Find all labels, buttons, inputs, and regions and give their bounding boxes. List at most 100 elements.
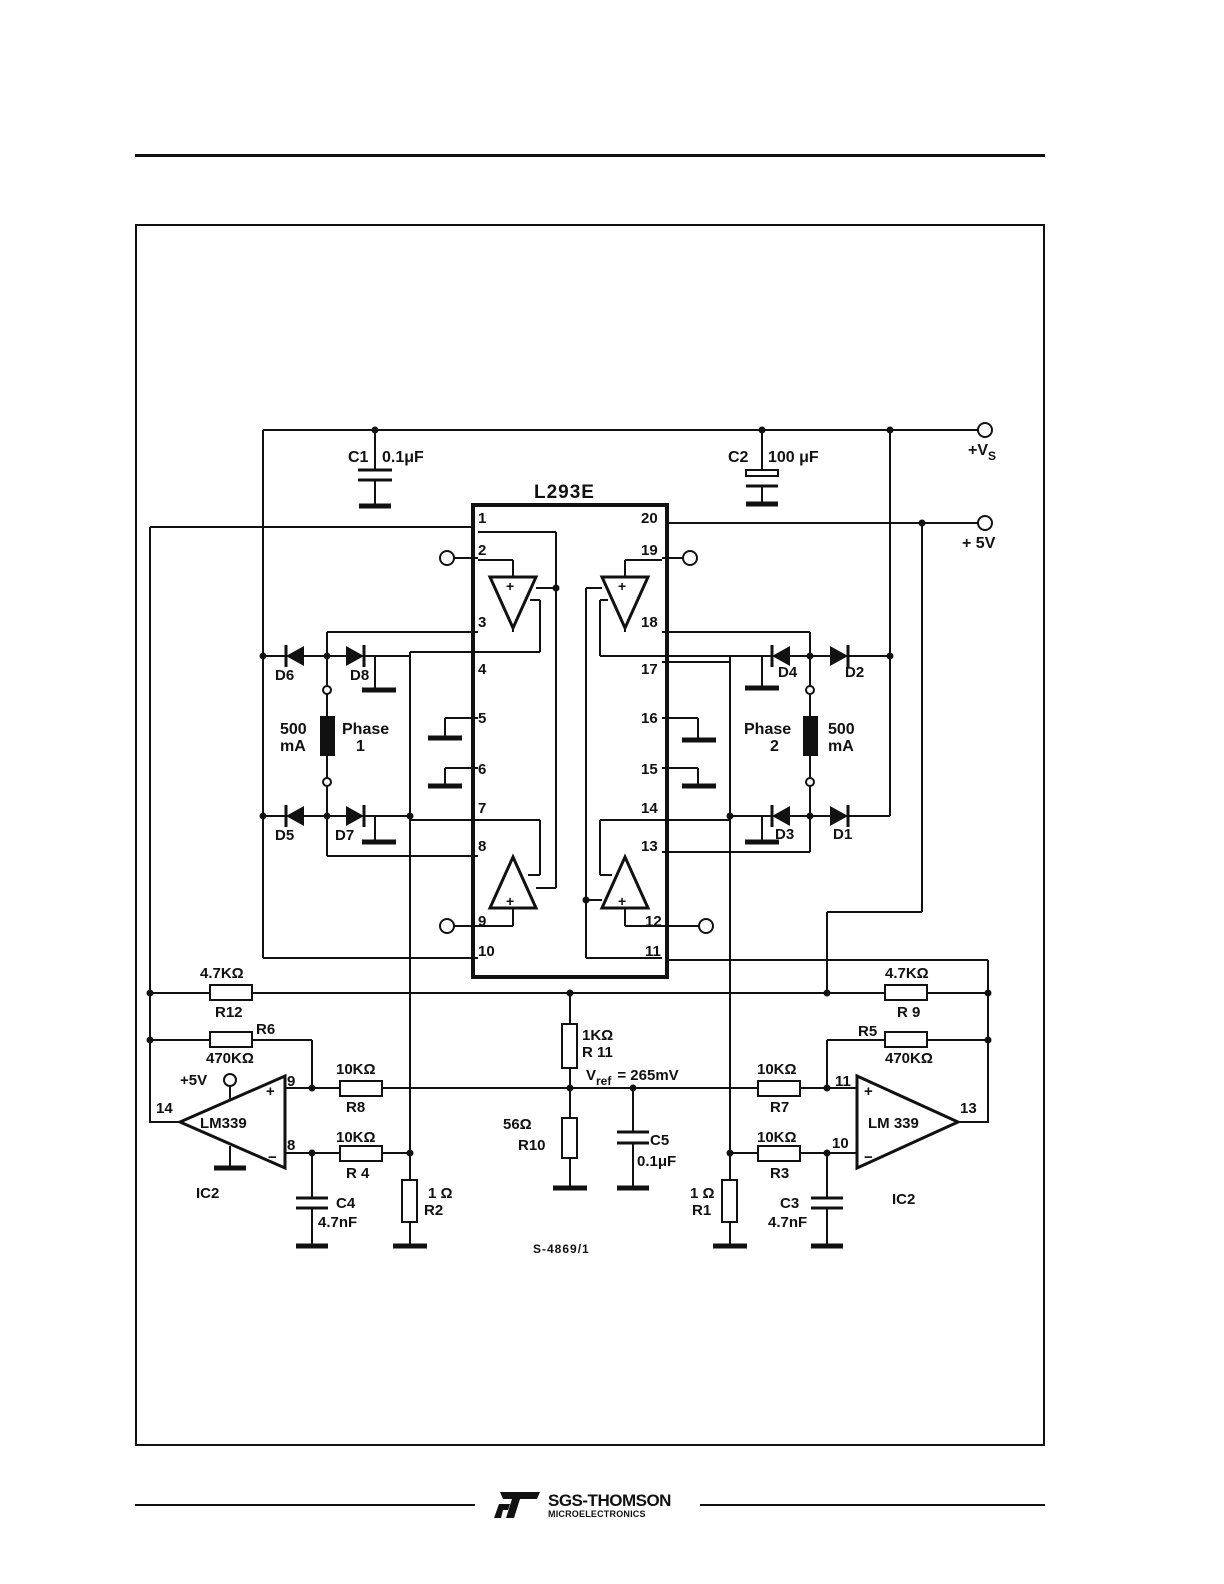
pin-number: 13 <box>641 838 658 855</box>
supply-rail-vs: +VS <box>262 422 996 958</box>
phase1-label: Phase <box>342 721 389 738</box>
r4-name: R 4 <box>346 1165 370 1182</box>
diode-label: D4 <box>778 664 798 681</box>
c4-value: 4.7nF <box>318 1214 357 1231</box>
footer-rule-left <box>135 1504 475 1506</box>
phase1-number: 1 <box>356 738 365 755</box>
pin-out-right: 13 <box>960 1100 977 1117</box>
pin-number: 11 <box>645 943 661 960</box>
c5-value: 0.1μF <box>637 1153 676 1170</box>
pin-number: 19 <box>641 542 658 559</box>
r3-name: R3 <box>770 1165 789 1182</box>
c3-value: 4.7nF <box>768 1214 807 1231</box>
r10-name: R10 <box>518 1137 546 1154</box>
v5-terminal <box>977 515 993 531</box>
driver-4: + <box>582 819 730 927</box>
vref-label: Vref= 265mV <box>586 1067 679 1088</box>
c2-value: 100 μF <box>768 449 819 466</box>
diode-label: D3 <box>775 826 794 843</box>
figure-frame <box>135 224 1045 1446</box>
r7-value: 10KΩ <box>757 1061 797 1078</box>
r11-value: 1KΩ <box>582 1027 613 1044</box>
pin-number: 15 <box>641 761 658 778</box>
capacitor-c2: C2 100 μF <box>728 430 819 507</box>
svg-text:−: − <box>268 1149 277 1166</box>
pin-number: 20 <box>641 510 658 527</box>
phase1-unit: mA <box>280 738 306 755</box>
supply-rail-5v: + 5V <box>149 515 996 1123</box>
comparator-left: 14 9 8 + − LM339 +5V IC2 <box>150 1072 295 1202</box>
brand-name: SGS-THOMSON <box>548 1491 671 1510</box>
pin-number: 7 <box>478 800 486 817</box>
svg-text:+: + <box>618 578 626 594</box>
diode-label: D2 <box>845 664 864 681</box>
r3-value: 10KΩ <box>757 1129 797 1146</box>
svg-text:+: + <box>618 893 626 909</box>
diode-label: D8 <box>350 667 369 684</box>
pin-plus-left: 9 <box>287 1073 295 1090</box>
r11-name: R 11 <box>582 1044 613 1061</box>
comparator-left-body <box>176 1073 287 1171</box>
chip-body <box>471 503 669 979</box>
r7-name: R7 <box>770 1099 789 1116</box>
phase2-winding <box>803 716 818 756</box>
pin-number: 5 <box>478 710 486 727</box>
r6-name: R6 <box>256 1021 275 1038</box>
driver-3: + <box>410 819 556 927</box>
c1-value: 0.1μF <box>382 449 424 466</box>
driver-1: + <box>410 531 560 888</box>
r1-name: R1 <box>692 1202 711 1219</box>
r12-value: 4.7KΩ <box>200 965 244 982</box>
feedback-network: 4.7KΩ R12 4.7KΩ R 9 R6 470KΩ R5 470KΩ 10… <box>146 959 992 1249</box>
r4-value: 10KΩ <box>336 1129 376 1146</box>
diode-label: D5 <box>275 827 294 844</box>
phase2-unit: mA <box>828 738 854 755</box>
driver-2: + <box>585 559 731 1160</box>
pin-number: 12 <box>645 913 662 930</box>
drawing-code: S-4869/1 <box>533 1242 590 1256</box>
pin-number: 4 <box>478 661 487 678</box>
r2-name: R2 <box>424 1202 443 1219</box>
chip-name: L293E <box>534 482 595 503</box>
comparator-right: 13 11 10 + − LM 339 IC2 <box>832 1073 988 1208</box>
brand-logo: SGS-THOMSON MICROELECTRONICS <box>490 1490 690 1524</box>
chip-l293e: L293E 1 2 3 4 5 6 7 8 9 10 20 19 18 17 1… <box>410 482 731 1160</box>
pin-number: 8 <box>478 838 486 855</box>
r12-name: R12 <box>215 1004 243 1021</box>
pin-number: 17 <box>641 661 658 678</box>
c4-name: C4 <box>336 1195 356 1212</box>
pin-number: 6 <box>478 761 486 778</box>
pin-number: 10 <box>478 943 495 960</box>
pin-number: 16 <box>641 710 658 727</box>
svg-text:−: − <box>864 1149 873 1166</box>
r1-value: 1 Ω <box>690 1185 715 1202</box>
brand-subtitle: MICROELECTRONICS <box>548 1509 646 1519</box>
pin-out-left: 14 <box>156 1100 173 1117</box>
c3-name: C3 <box>780 1195 799 1212</box>
phase1-current: 500 <box>280 721 307 738</box>
phase1-winding <box>320 716 335 756</box>
r9-name: R 9 <box>897 1004 920 1021</box>
r6-value: 470KΩ <box>206 1050 254 1067</box>
pin-plus-right: 11 <box>835 1073 851 1090</box>
r5-value: 470KΩ <box>885 1050 933 1067</box>
comparator-right-ic: IC2 <box>892 1191 915 1208</box>
capacitor-c1: C1 0.1μF <box>348 430 424 509</box>
c2-name: C2 <box>728 449 749 466</box>
pin-number: 2 <box>478 542 486 559</box>
r9-value: 4.7KΩ <box>885 965 929 982</box>
c5-name: C5 <box>650 1132 669 1149</box>
comparator-left-ic: IC2 <box>196 1185 219 1202</box>
svg-text:+: + <box>864 1083 873 1100</box>
phase2-label: Phase <box>744 721 791 738</box>
phase2-number: 2 <box>770 738 779 755</box>
pin-number: 3 <box>478 614 486 631</box>
footer-rule-right <box>700 1504 1045 1506</box>
r2-value: 1 Ω <box>428 1185 453 1202</box>
chip-pin-connections <box>263 550 811 1180</box>
comparator-right-part: LM 339 <box>868 1115 919 1132</box>
pin-minus-left: 8 <box>287 1137 295 1154</box>
vs-terminal <box>977 422 993 438</box>
pin-minus-right: 10 <box>832 1135 849 1152</box>
